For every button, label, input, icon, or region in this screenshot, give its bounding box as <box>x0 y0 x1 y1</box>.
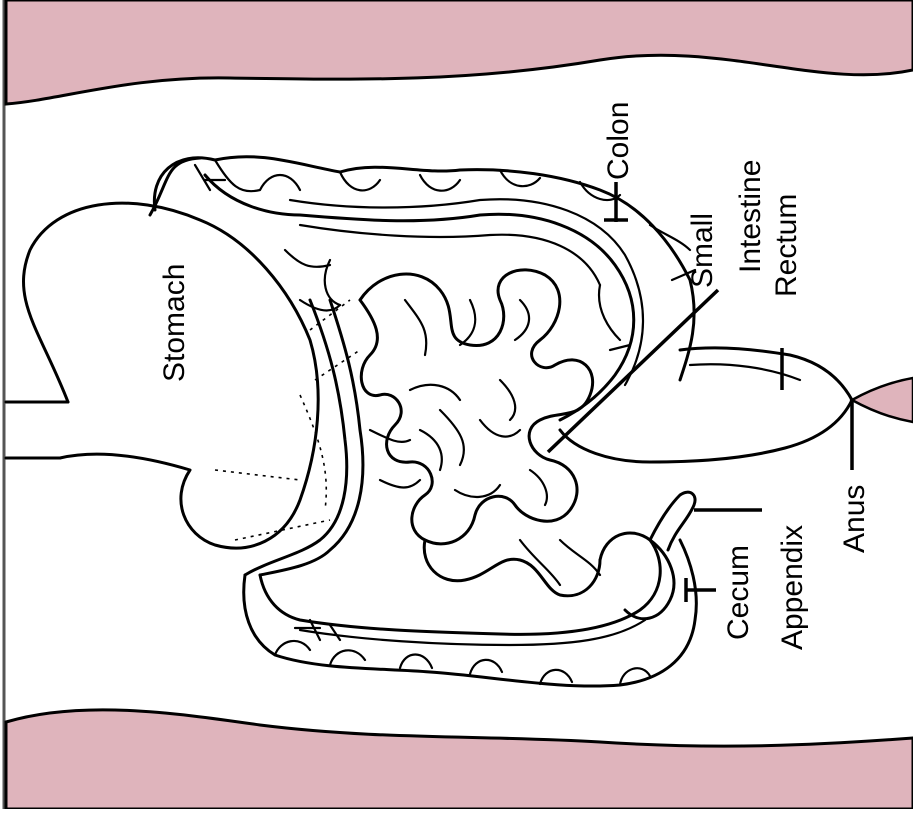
label-anus: Anus <box>838 485 871 553</box>
label-small-intestine-line2: Intestine <box>734 160 767 273</box>
label-stomach: Stomach <box>158 264 191 382</box>
label-rectum: Rectum <box>770 194 803 297</box>
label-small-intestine-line1: Small <box>686 213 719 288</box>
label-colon: Colon <box>602 102 635 180</box>
label-appendix: Appendix <box>776 525 809 650</box>
label-cecum: Cecum <box>722 545 755 640</box>
